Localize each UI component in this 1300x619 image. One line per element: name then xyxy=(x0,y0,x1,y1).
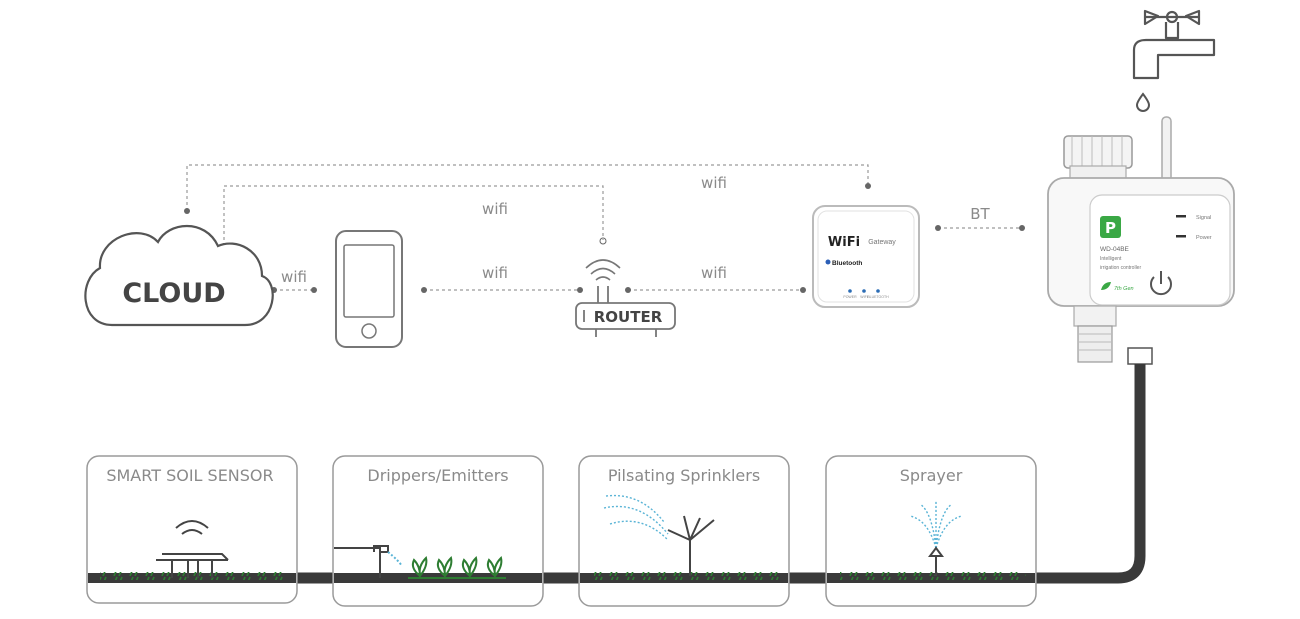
link-label-phone-router: wifi xyxy=(482,264,508,282)
panel-sprayer xyxy=(825,455,1037,607)
router-label: ROUTER xyxy=(594,308,663,326)
seedling-icons xyxy=(408,556,506,579)
connection-lines xyxy=(186,164,1022,291)
controller-brand: 7th Gen xyxy=(1114,286,1134,292)
gateway-led-wifi: WIFI xyxy=(860,295,867,299)
power-indicator xyxy=(1176,235,1186,238)
controller-signal-label: Signal xyxy=(1196,215,1211,221)
connection-dots xyxy=(184,183,1025,293)
faucet-icon xyxy=(1132,9,1216,80)
panel-title-sprinklers: Pilsating Sprinklers xyxy=(608,466,760,485)
gateway-bluetooth-label: Bluetooth xyxy=(832,260,862,267)
controller-power-label: Power xyxy=(1196,235,1212,241)
controller-line1: Intelligent xyxy=(1100,256,1122,262)
soil-sensor-icon xyxy=(156,520,229,578)
gateway-led-bluetooth: BLUETOOTH xyxy=(867,295,889,299)
panel-title-drippers: Drippers/Emitters xyxy=(367,466,508,485)
gateway-led-power: POWER xyxy=(843,295,857,299)
power-button-icon xyxy=(1150,271,1172,296)
link-label-cloud-gateway: wifi xyxy=(701,174,727,192)
gateway-wifi-logo: WiFi xyxy=(828,235,860,250)
gateway-leds xyxy=(848,289,880,293)
link-label-cloud-router: wifi xyxy=(482,200,508,218)
sprayer-spray xyxy=(909,500,963,549)
panel-title-sprayer: Sprayer xyxy=(900,466,963,485)
link-cloud-router xyxy=(223,185,604,246)
dripper-icon xyxy=(334,545,403,578)
phone-icon xyxy=(335,230,403,348)
controller-model: WD-04BE xyxy=(1100,246,1130,253)
controller-badge-letter: P xyxy=(1105,219,1116,237)
panel-sprinklers xyxy=(578,455,790,607)
panel-title-soil-sensor: SMART SOIL SENSOR xyxy=(106,466,273,485)
sprayer-icon xyxy=(928,546,944,576)
water-drop-icon xyxy=(1135,92,1151,112)
gateway-name: Gateway xyxy=(868,239,896,246)
controller-badge xyxy=(1100,216,1121,238)
controller-line2: irrigation controller xyxy=(1100,265,1141,271)
bluetooth-icon xyxy=(825,259,831,265)
brand-leaf-icon xyxy=(1101,282,1111,290)
link-label-router-gateway: wifi xyxy=(701,264,727,282)
link-cloud-gateway xyxy=(186,164,869,211)
cloud-icon xyxy=(84,224,274,327)
router-icon xyxy=(575,286,676,337)
router-wifi-icon xyxy=(585,259,621,281)
gateway-device xyxy=(812,205,920,308)
sprinkler-icon xyxy=(667,515,715,576)
cloud-label: CLOUD xyxy=(122,278,225,309)
link-label-bt: BT xyxy=(970,205,990,223)
signal-indicator xyxy=(1176,215,1186,218)
water-pipe xyxy=(88,347,1153,584)
sprinkler-spray xyxy=(603,494,669,541)
link-label-cloud-phone: wifi xyxy=(281,268,307,286)
controller-device xyxy=(1047,116,1235,363)
